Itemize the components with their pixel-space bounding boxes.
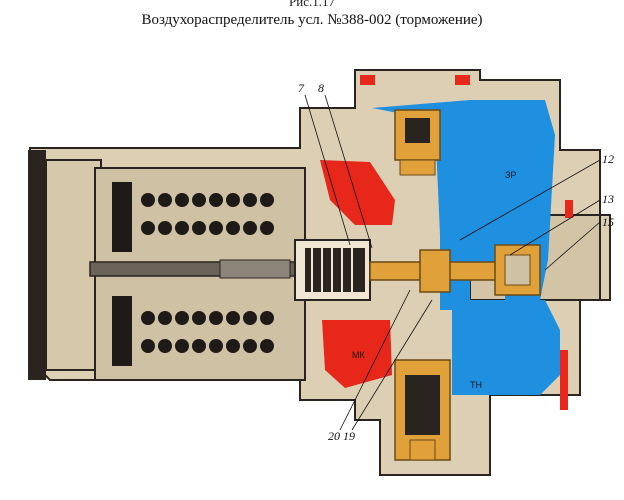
zone-label-tn: ТН [470, 380, 482, 390]
bottom-brass-valve [394, 359, 451, 461]
callout-8: 8 [318, 81, 324, 95]
top-brass-valve [394, 109, 441, 176]
callout-19: 19 [343, 429, 355, 443]
page-title: Воздухораспределитель усл. №388-002 (тор… [141, 12, 483, 28]
central-rod [89, 259, 321, 279]
figure-caption: Рис.1.17 [289, 0, 335, 9]
piston-spring [294, 239, 371, 301]
callout-15: 15 [602, 215, 614, 229]
zone-label-mk: МК [352, 350, 365, 360]
brass-stem [369, 244, 541, 296]
callout-13: 13 [602, 192, 614, 206]
callout-leaders [304, 94, 601, 431]
zone-label-zr: ЗР [505, 170, 516, 180]
callout-12: 12 [602, 152, 614, 166]
callout-20: 20 [328, 429, 340, 443]
main-spring [112, 182, 274, 366]
callout-7: 7 [298, 81, 305, 95]
